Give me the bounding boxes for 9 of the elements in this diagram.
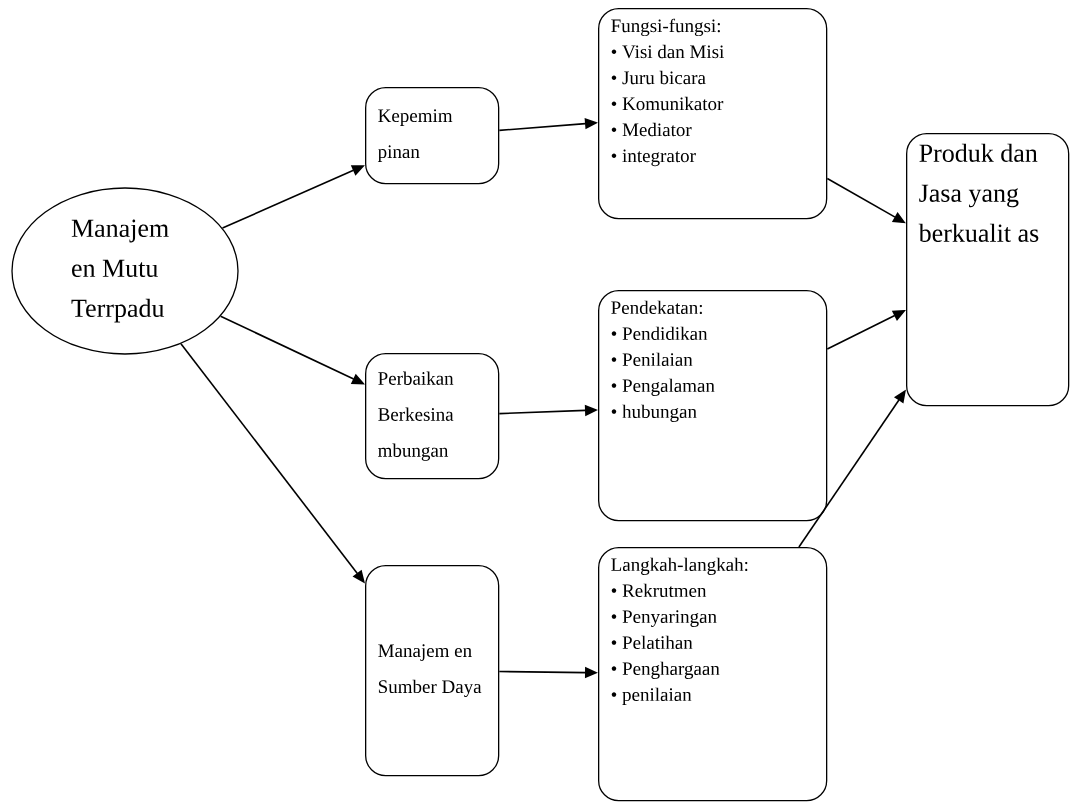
ellipse-node: Manajem en Mutu Terrpadu bbox=[11, 187, 239, 355]
process-box: Fungsi-fungsi: • Visi dan Misi • Juru bicara • Komunikator • Mediator • integrator bbox=[598, 8, 828, 220]
process-box: Perbaikan Berkesina mbungan bbox=[365, 353, 500, 480]
process-box: Langkah-langkah: • Rekrutmen • Penyaringan • Pelatihan • Penghargaan • penilaian bbox=[598, 547, 828, 802]
process-box: Kepemim pinan bbox=[365, 87, 500, 185]
arrow bbox=[826, 177, 906, 224]
process-box: Produk dan Jasa yang berkualit as bbox=[906, 133, 1070, 407]
process-box: Pendekatan: • Pendidikan • Penilaian • Pengalaman • hubungan bbox=[598, 290, 828, 522]
process-box: Manajem en Sumber Daya bbox=[365, 565, 500, 777]
